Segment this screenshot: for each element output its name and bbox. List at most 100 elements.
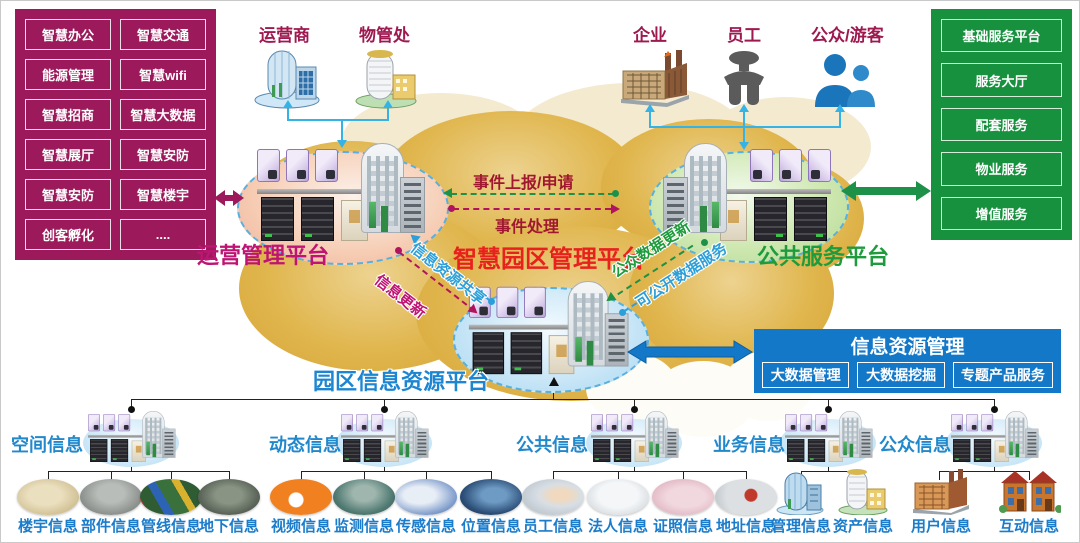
stem-line [634, 399, 635, 411]
arrow-down-icon [337, 140, 347, 148]
info-mgmt-item: 大数据管理 [762, 362, 850, 388]
tree-line [48, 471, 230, 472]
actor-employee-label: 员工 [727, 26, 761, 45]
actor-enterprise-label: 企业 [633, 26, 667, 45]
connector-line [287, 119, 389, 121]
section-business-label: 业务信息 [713, 435, 785, 455]
tree-line [994, 463, 995, 472]
panel-item: 能源管理 [25, 59, 111, 90]
park-resource-platform-title: 园区信息资源平台 [313, 369, 490, 394]
flow-event-process-label: 事件处理 [495, 219, 560, 236]
server-cluster-icon [590, 411, 679, 463]
junction-dot [991, 406, 998, 413]
bottom-bus-line [131, 399, 995, 400]
street-component-image [80, 479, 142, 515]
flow-endpoint-dot [395, 247, 402, 254]
flow-event-process-line [453, 208, 611, 210]
tree-line [828, 463, 829, 472]
tree-line [801, 471, 863, 472]
tree-line [426, 471, 427, 480]
org-chart-image [587, 479, 649, 515]
panel-item: 智慧wifi [120, 59, 206, 90]
address-map-image [715, 479, 777, 515]
child-label: 证照信息 [652, 518, 713, 535]
child-label: 地下信息 [198, 518, 259, 535]
section-crowd-label: 公众信息 [879, 435, 951, 455]
flow-endpoint-dot [448, 205, 455, 212]
child-label: 监测信息 [333, 518, 394, 535]
connector-line [649, 111, 651, 127]
services-panel: 基础服务平台 服务大厅 配套服务 物业服务 增值服务 [931, 9, 1072, 240]
location-image [460, 479, 522, 515]
section-dynamic-label: 动态信息 [269, 435, 341, 455]
user-factory-icon [913, 469, 969, 515]
person-icon [724, 51, 764, 105]
junction-dot [631, 406, 638, 413]
section-spatial-label: 空间信息 [11, 435, 83, 455]
stem-line [994, 399, 995, 411]
connector-line [649, 126, 841, 128]
tower-building-icon [355, 50, 417, 109]
info-mgmt-item: 大数据挖掘 [857, 362, 945, 388]
connector-line [341, 119, 343, 141]
people-icon [815, 54, 875, 107]
building-map-image [17, 479, 79, 515]
junction-dot [381, 406, 388, 413]
child-label: 管线信息 [140, 518, 201, 535]
actor-operator-label: 运营商 [259, 26, 310, 45]
info-resource-mgmt-box: 信息资源管理 大数据管理 大数据挖掘 专题产品服务 [754, 329, 1061, 393]
video-camera-image [270, 479, 332, 515]
junction-dot [825, 406, 832, 413]
junction-dot [128, 406, 135, 413]
tree-line [553, 471, 746, 472]
child-label: 员工信息 [522, 518, 583, 535]
arrow-up-icon [645, 104, 655, 112]
panel-item: 智慧安防 [25, 179, 111, 210]
server-cluster-icon [340, 411, 429, 463]
panel-item: 配套服务 [941, 107, 1062, 142]
child-label: 互动信息 [998, 518, 1059, 535]
server-cluster-icon [784, 411, 873, 463]
connector-line [839, 111, 841, 127]
factory-icon [621, 50, 689, 107]
tree-line [229, 471, 230, 480]
tree-line [553, 471, 554, 480]
operations-platform-title: 运营管理平台 [197, 243, 330, 268]
panel-item: 智慧安防 [120, 139, 206, 170]
stem-line [131, 399, 132, 411]
child-label: 视频信息 [270, 518, 331, 535]
panel-item: 智慧大数据 [120, 99, 206, 130]
panel-item: 服务大厅 [941, 63, 1062, 97]
server-cluster-icon [87, 411, 176, 463]
arrow-right-icon [611, 204, 620, 214]
connector-line [387, 107, 389, 121]
connector-line [743, 111, 745, 127]
tree-line [364, 471, 365, 480]
connector-line [743, 126, 745, 144]
id-card-image [522, 479, 584, 515]
public-service-platform-title: 公共服务平台 [757, 244, 890, 269]
actor-public-visitor-label: 公众/游客 [811, 26, 884, 45]
flow-event-report-line [451, 193, 614, 195]
tree-line [491, 471, 492, 480]
tree-line [301, 471, 491, 472]
underground-image [198, 479, 260, 515]
smart-park-platform-title: 智慧园区管理平台 [453, 246, 645, 273]
smart-apps-panel: 智慧办公 智慧交通 能源管理 智慧wifi 智慧招商 智慧大数据 智慧展厅 智慧… [15, 9, 216, 260]
panel-item: 物业服务 [941, 152, 1062, 186]
flow-endpoint-dot [619, 309, 626, 316]
arrow-up-icon [549, 377, 559, 386]
child-label: 法人信息 [587, 518, 648, 535]
double-arrow-magenta-icon [214, 190, 244, 206]
server-cluster-icon [255, 143, 425, 243]
tree-line [131, 463, 132, 472]
tree-line [111, 471, 112, 480]
tree-line [683, 471, 684, 480]
flow-endpoint-dot [488, 298, 495, 305]
info-mgmt-item: 专题产品服务 [952, 362, 1053, 388]
arrow-up-icon [739, 104, 749, 112]
tree-line [634, 463, 635, 472]
info-resource-mgmt-title: 信息资源管理 [850, 337, 965, 358]
arrow-up-icon [383, 100, 393, 108]
tree-line [618, 471, 619, 480]
